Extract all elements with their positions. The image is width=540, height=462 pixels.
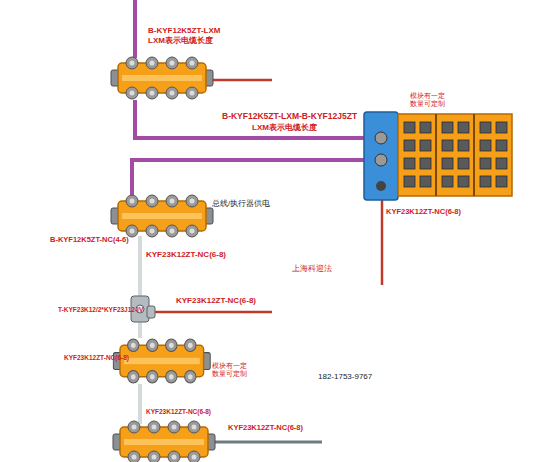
bus-coupler-station bbox=[364, 112, 512, 200]
io-module bbox=[111, 195, 213, 237]
bus-cable bbox=[133, 0, 137, 58]
connector-part-number: T-KYF23K12/2*KYF23J12-IV bbox=[58, 306, 143, 313]
module-note: 模块有一定 数量可定制 bbox=[410, 92, 456, 108]
power-note: 总线/执行器供电 bbox=[212, 200, 270, 209]
cable-part-number: KYF23K12ZT-NC(6-8) bbox=[176, 296, 256, 305]
bus-cable bbox=[135, 100, 368, 138]
cable-part-number: KYF23K12ZT-NC(6-8) bbox=[146, 250, 226, 259]
cable-note: LXM表示电缆长度 bbox=[148, 36, 213, 45]
sensor-cable bbox=[138, 322, 142, 338]
sensor-cable bbox=[138, 384, 142, 424]
sensor-cable bbox=[212, 441, 322, 444]
cable-part-number: KYF23K12ZT-NC(6-8) bbox=[146, 408, 211, 415]
power-cable bbox=[381, 200, 384, 285]
cable-part-number: B-KYF12K5ZT-NC(4-6) bbox=[50, 236, 129, 245]
cable-part-number: B-KYF12K5ZT-LXM bbox=[148, 26, 220, 35]
power-cable bbox=[210, 79, 272, 82]
sensor-cable bbox=[138, 236, 142, 296]
watermark: 上海科迎法 bbox=[292, 264, 332, 273]
cable-note: LXM表示电缆长度 bbox=[252, 123, 317, 132]
io-module bbox=[113, 421, 215, 462]
phone-number: 182-1753-9767 bbox=[318, 372, 372, 381]
cable-part-number: B-KYF12K5ZT-LXM-B-KYF12J5ZT bbox=[222, 112, 357, 122]
module-note: 模块有一定 数量可定制 bbox=[212, 362, 258, 378]
cable-part-number: KYF23K12ZT-NC(6-8) bbox=[386, 208, 461, 217]
io-module bbox=[111, 57, 213, 99]
cable-part-number: KYF23K12ZT-NC(6-8) bbox=[228, 424, 303, 433]
cable-part-number: KYF23K12ZT-NC(6-8) bbox=[64, 354, 129, 361]
power-cable bbox=[152, 311, 272, 314]
bus-cable bbox=[132, 160, 368, 196]
